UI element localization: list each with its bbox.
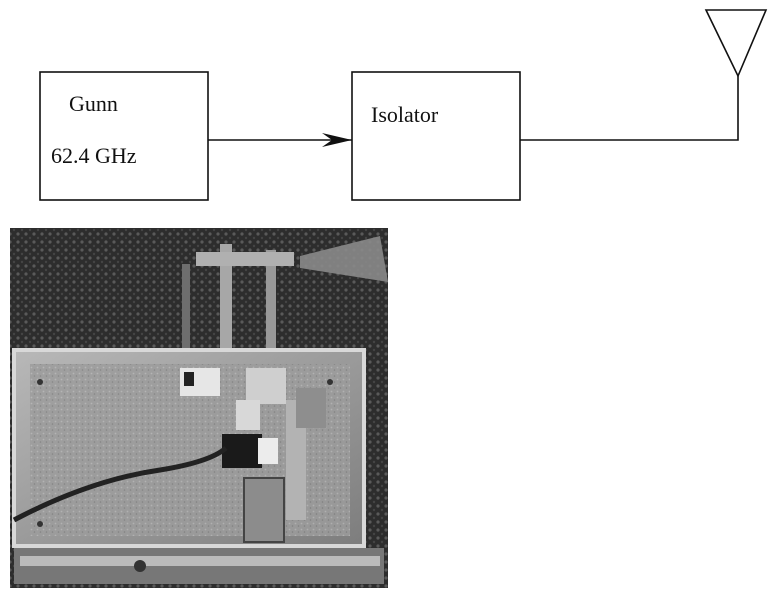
isolator-label: Isolator: [371, 102, 439, 127]
gunn-box: [40, 72, 208, 200]
gunn-label: Gunn: [69, 91, 118, 116]
black-component: [222, 434, 262, 468]
circuit-board-photo: [10, 228, 388, 588]
gunn-block: Gunn 62.4 GHz: [40, 72, 208, 200]
isolator-block: Isolator: [352, 72, 520, 200]
antenna-triangle-icon: [706, 10, 766, 76]
gunn-to-isolator-connection: [208, 133, 352, 147]
gunn-frequency-label: 62.4 GHz: [51, 143, 137, 168]
isolator-to-antenna-connection: [520, 76, 738, 140]
isolator-box: [352, 72, 520, 200]
